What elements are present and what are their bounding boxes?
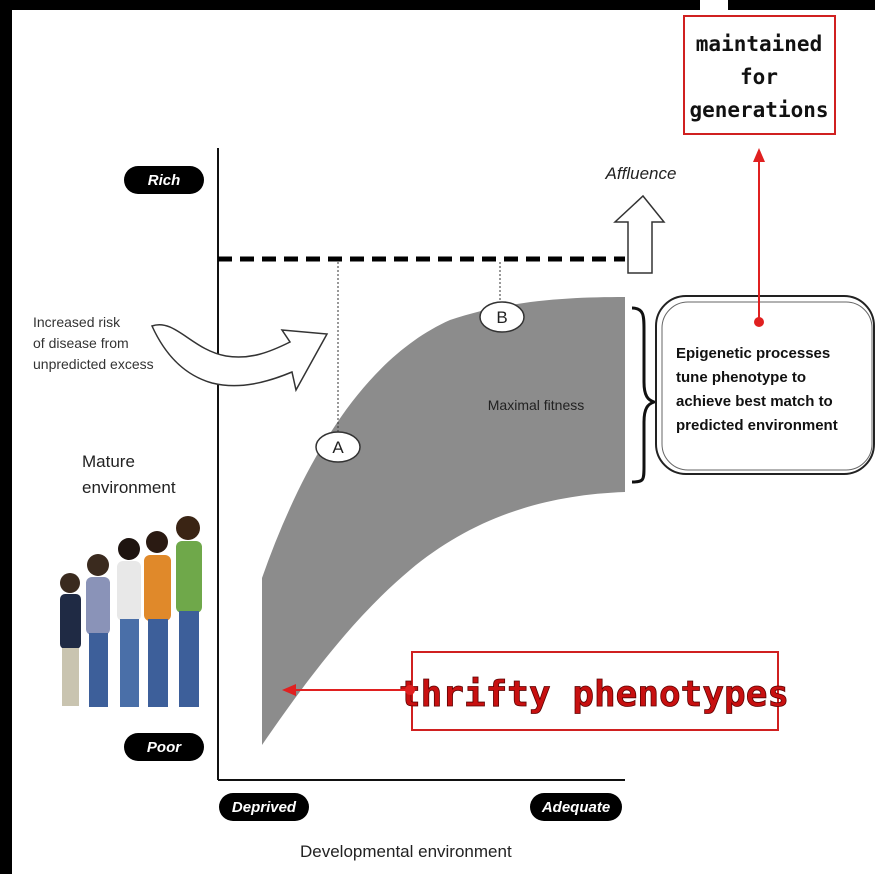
increased-risk-label-1: Increased risk — [33, 314, 121, 330]
child-5 — [176, 516, 202, 707]
x-axis-title: Developmental environment — [300, 842, 512, 861]
thrifty-arrow-dot — [405, 685, 415, 695]
child-4 — [144, 531, 171, 707]
affluence-up-arrow-icon — [613, 194, 666, 274]
curly-brace — [631, 306, 659, 484]
child-3 — [117, 538, 141, 707]
point-b-marker — [479, 301, 525, 333]
thrifty-arrowhead-icon — [282, 684, 296, 696]
child-2 — [86, 554, 110, 707]
y-axis-poor-label: Poor — [124, 733, 204, 761]
y-axis-rich-label: Rich — [124, 166, 204, 194]
maintained-line-3: generations — [689, 98, 828, 122]
children-illustration — [60, 516, 202, 707]
fitness-band — [262, 297, 625, 745]
maintained-box — [683, 15, 836, 135]
epigenetic-box-inner — [661, 301, 873, 471]
child-1 — [60, 573, 81, 706]
maintained-line-1: maintained — [696, 32, 822, 56]
point-b-label: B — [496, 308, 507, 327]
epigenetic-line-4: predicted environment — [676, 417, 838, 434]
maximal-fitness-label: Maximal fitness — [488, 397, 584, 413]
epigenetic-line-3: achieve best match to — [676, 393, 833, 410]
increased-risk-label-2: of disease from — [33, 335, 129, 351]
generations-arrow-dot — [754, 317, 764, 327]
mature-environment-label-2: environment — [82, 478, 176, 497]
epigenetic-line-1: Epigenetic processes — [676, 345, 830, 362]
point-a-label: A — [332, 438, 344, 457]
point-a-marker — [315, 431, 361, 463]
increased-risk-label-3: unpredicted excess — [33, 356, 154, 372]
epigenetic-line-2: tune phenotype to — [676, 369, 806, 386]
x-axis-deprived-label: Deprived — [219, 793, 309, 821]
generations-arrowhead-icon — [753, 148, 765, 162]
affluence-label: Affluence — [605, 164, 677, 183]
thrifty-box — [411, 651, 779, 731]
mature-environment-label-1: Mature — [82, 452, 135, 471]
thrifty-phenotypes-label: thrifty phenotypes — [399, 674, 789, 715]
maintained-line-2: for — [740, 65, 778, 89]
top-right-gap — [700, 0, 728, 10]
x-axis-adequate-label: Adequate — [530, 793, 622, 821]
curved-risk-arrow-icon — [150, 323, 329, 393]
